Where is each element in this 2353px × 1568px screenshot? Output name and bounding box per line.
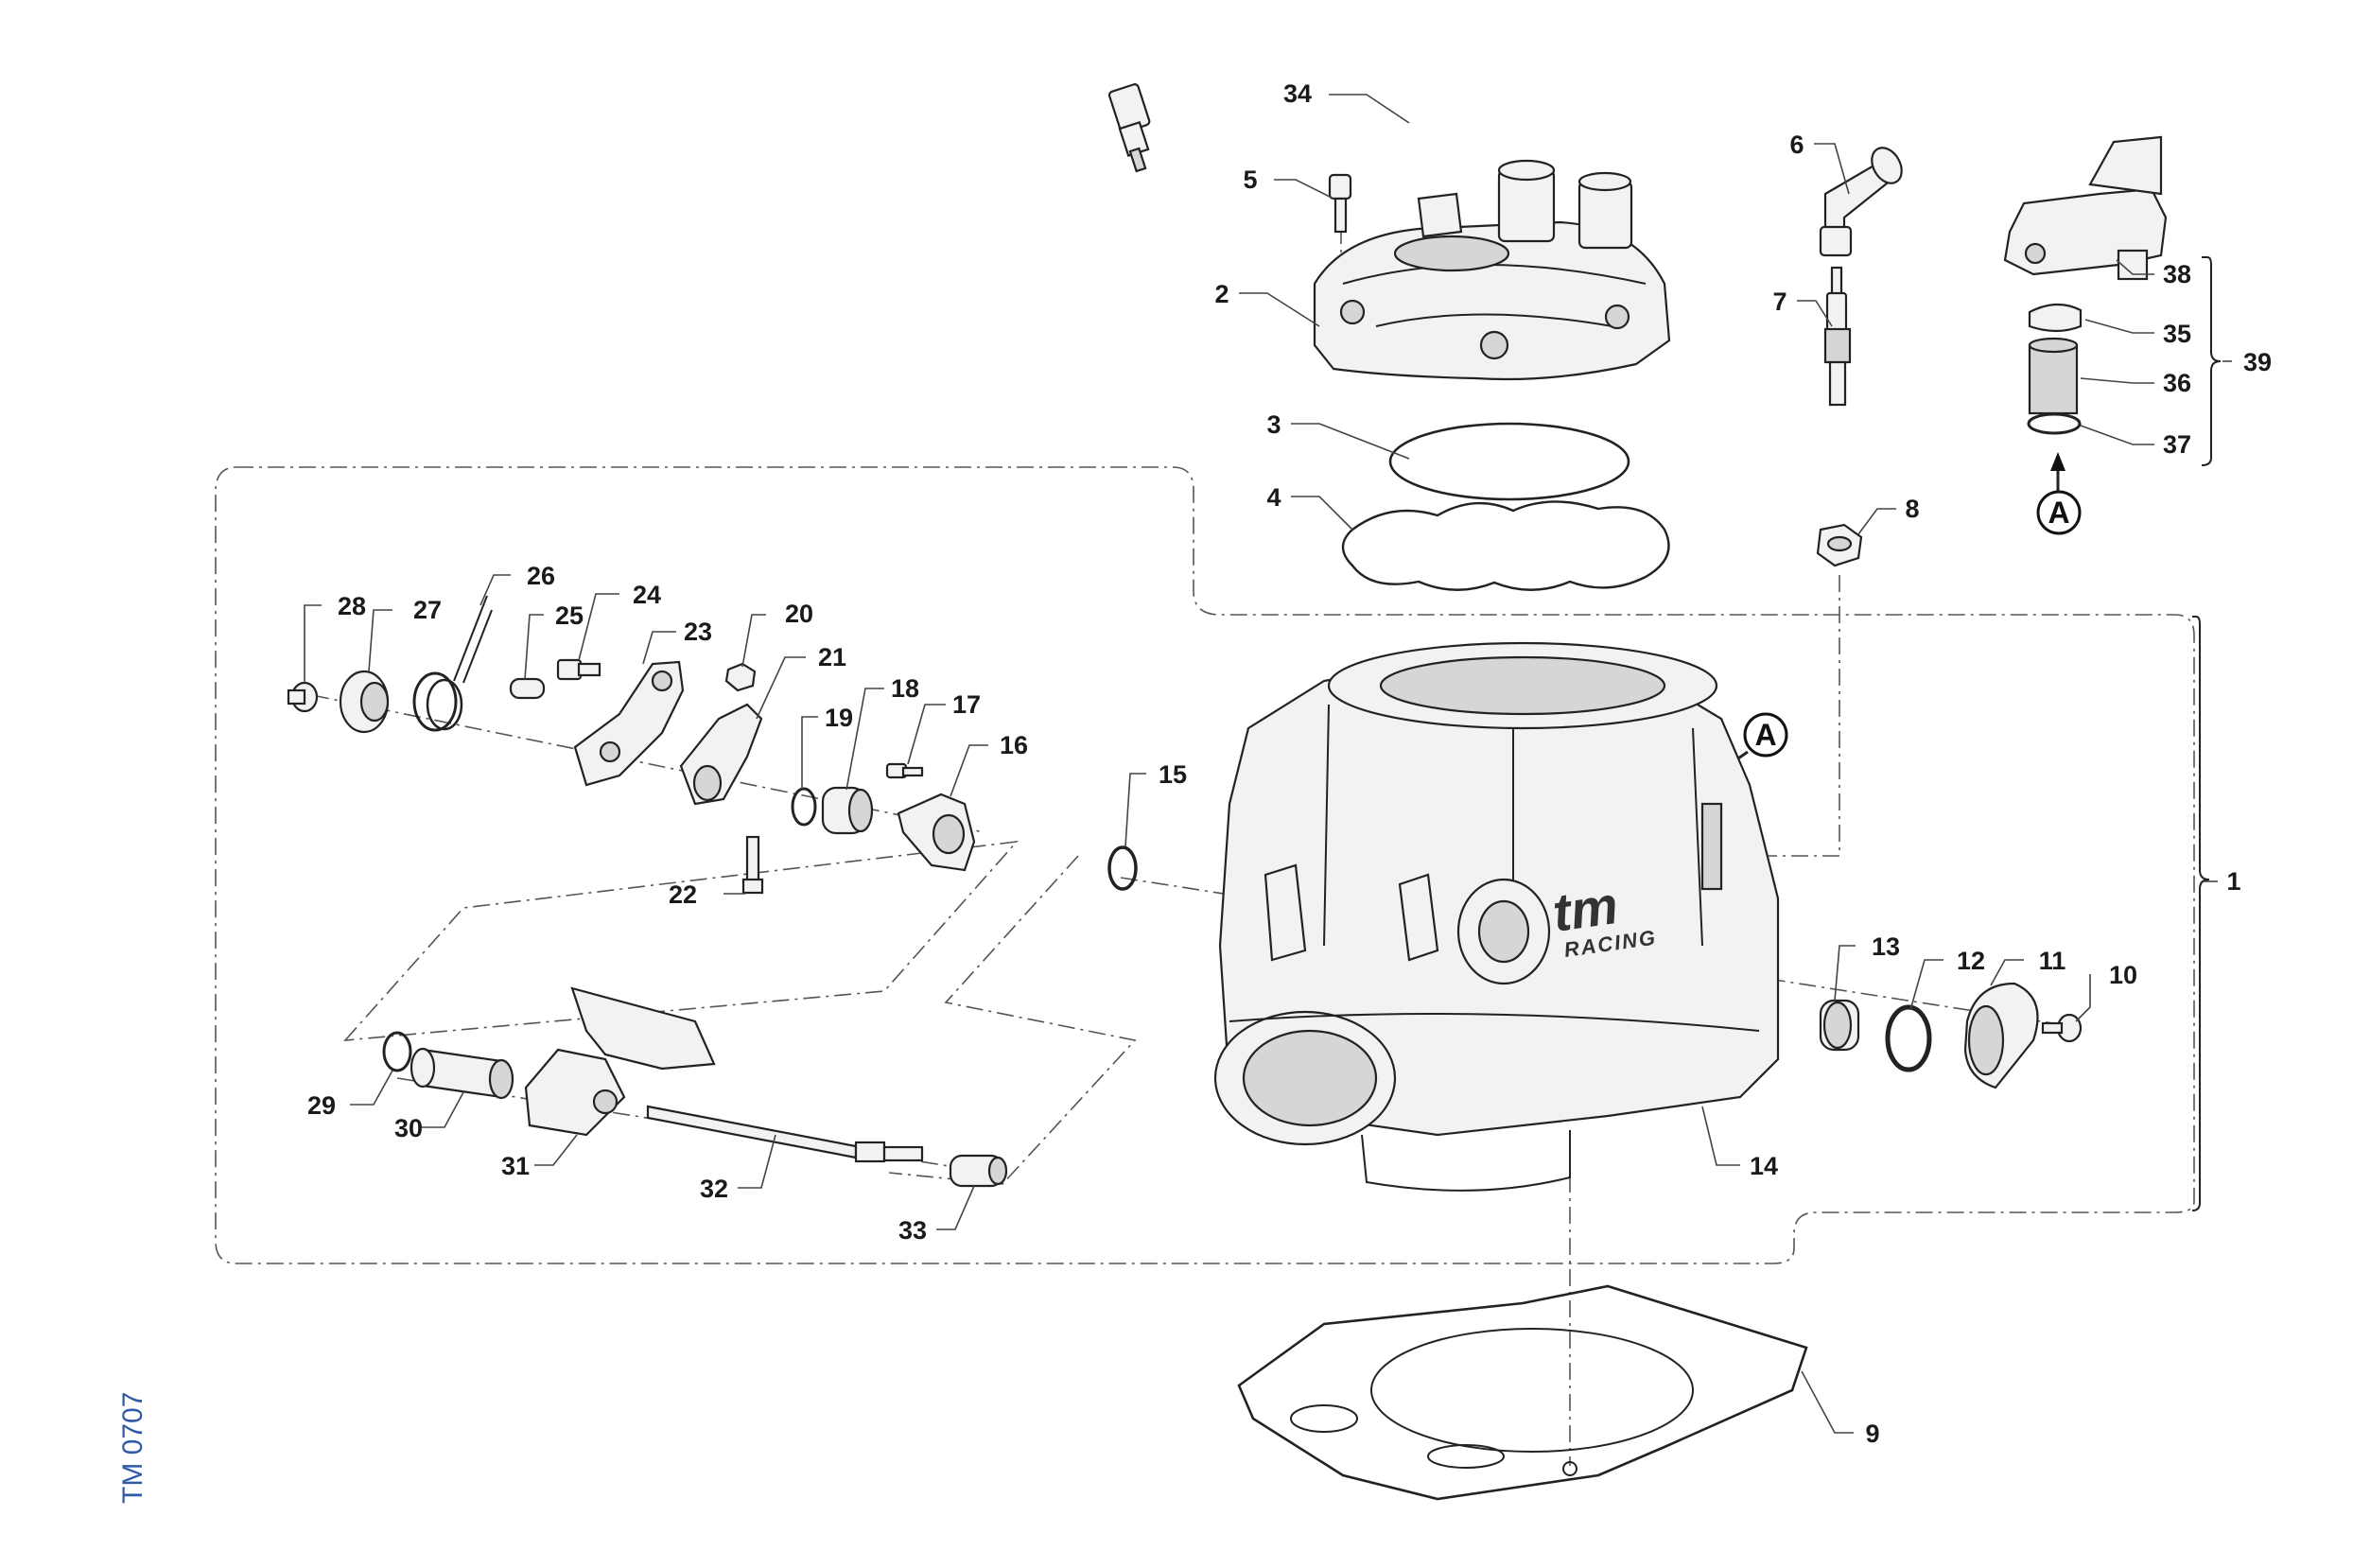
snap-ring (1107, 845, 1138, 891)
valve-arm (573, 660, 685, 787)
callout-34: 34 (1283, 79, 1312, 108)
hose-clamp-lower (2027, 412, 2082, 435)
spark-plug-cap (1819, 147, 1903, 257)
callout-5: 5 (1243, 166, 1257, 194)
callout-21: 21 (818, 643, 846, 671)
valve-sleeve (509, 677, 546, 700)
detail-marker-a-upper: A (2036, 452, 2082, 535)
valve-shaft (646, 1105, 924, 1163)
valve-bushing (821, 786, 874, 835)
leader-lines (304, 94, 2232, 1434)
callout-27: 27 (413, 596, 442, 624)
callout-20: 20 (785, 600, 813, 628)
callout-2: 2 (1214, 280, 1229, 308)
drawing-code: TM 0707 (117, 1392, 148, 1504)
head-o-ring (1388, 422, 1630, 501)
callout-29: 29 (307, 1091, 336, 1120)
callout-17: 17 (952, 690, 981, 719)
cylinder-head (1313, 159, 1671, 381)
sensor-hose (2028, 337, 2079, 415)
side-bushing (1819, 999, 1860, 1052)
bracket-1 (2191, 616, 2210, 1211)
pressure-sensor (2003, 135, 2168, 281)
callout-11: 11 (2039, 947, 2066, 975)
group-outline (215, 466, 2195, 1264)
axis-line-vertical-8 (1759, 575, 1840, 857)
callout-32: 32 (700, 1175, 728, 1203)
callout-7: 7 (1772, 287, 1787, 316)
callout-26: 26 (527, 562, 555, 590)
valve-screw (885, 762, 924, 779)
shaft-group-line-lower (888, 855, 1137, 1185)
side-o-ring (1885, 1004, 1932, 1072)
base-gasket (1237, 1284, 1808, 1501)
head-bolt (1328, 173, 1352, 234)
marker-letter: A (2048, 496, 2069, 530)
marker-letter: A (1754, 718, 1776, 752)
side-cover (1963, 982, 2039, 1089)
hose-clamp-upper (2028, 303, 2083, 333)
callout-10: 10 (2109, 961, 2137, 989)
callout-19: 19 (825, 704, 853, 732)
cap-bolt (287, 681, 319, 713)
return-spring (412, 595, 493, 732)
callout-numbers: 34 5 2 3 4 6 7 8 38 35 36 37 39 1 9 10 1… (307, 79, 2272, 1448)
callout-1: 1 (2226, 867, 2240, 896)
shaft-o-ring (382, 1031, 412, 1072)
spring-cap (339, 670, 390, 734)
callout-12: 12 (1957, 947, 1985, 975)
callout-31: 31 (501, 1152, 530, 1180)
adjust-screw (556, 658, 601, 681)
callout-14: 14 (1750, 1152, 1778, 1180)
callout-6: 6 (1789, 131, 1804, 159)
spark-plug (1823, 266, 1852, 407)
callout-39: 39 (2243, 348, 2272, 376)
valve-nut (724, 662, 757, 692)
callout-37: 37 (2163, 430, 2191, 459)
shaft-group-line-upper (343, 840, 1019, 1041)
exhaust-valve-blade (524, 986, 716, 1137)
callout-13: 13 (1872, 932, 1900, 961)
callout-8: 8 (1905, 495, 1919, 523)
callout-16: 16 (1000, 731, 1028, 759)
callout-23: 23 (684, 618, 712, 646)
temperature-sensor (1107, 83, 1151, 173)
valve-lever (679, 703, 763, 806)
callout-9: 9 (1865, 1420, 1879, 1448)
callout-18: 18 (891, 674, 919, 703)
callout-25: 25 (555, 601, 584, 630)
cylinder: tm RACING (1213, 641, 1780, 1192)
valve-circlip (791, 787, 817, 827)
shaft-bushing (949, 1154, 1008, 1188)
valve-cover-plate (897, 793, 976, 872)
callout-28: 28 (338, 592, 366, 620)
head-gasket (1341, 500, 1670, 591)
bracket-39 (2201, 256, 2222, 466)
cover-screw (2041, 1013, 2083, 1043)
callout-22: 22 (669, 880, 697, 909)
callout-4: 4 (1266, 483, 1281, 512)
valve-pin (741, 835, 764, 895)
callout-24: 24 (633, 581, 661, 609)
brand-logo-text: tm (1549, 875, 1622, 943)
callout-36: 36 (2163, 369, 2191, 397)
callout-30: 30 (394, 1114, 423, 1142)
shaft-sleeve (410, 1047, 514, 1100)
exhaust-nut (1816, 523, 1863, 567)
callout-38: 38 (2163, 260, 2191, 288)
callout-3: 3 (1266, 410, 1281, 439)
callout-35: 35 (2163, 320, 2191, 348)
callout-33: 33 (898, 1216, 927, 1245)
callout-15: 15 (1159, 760, 1187, 789)
